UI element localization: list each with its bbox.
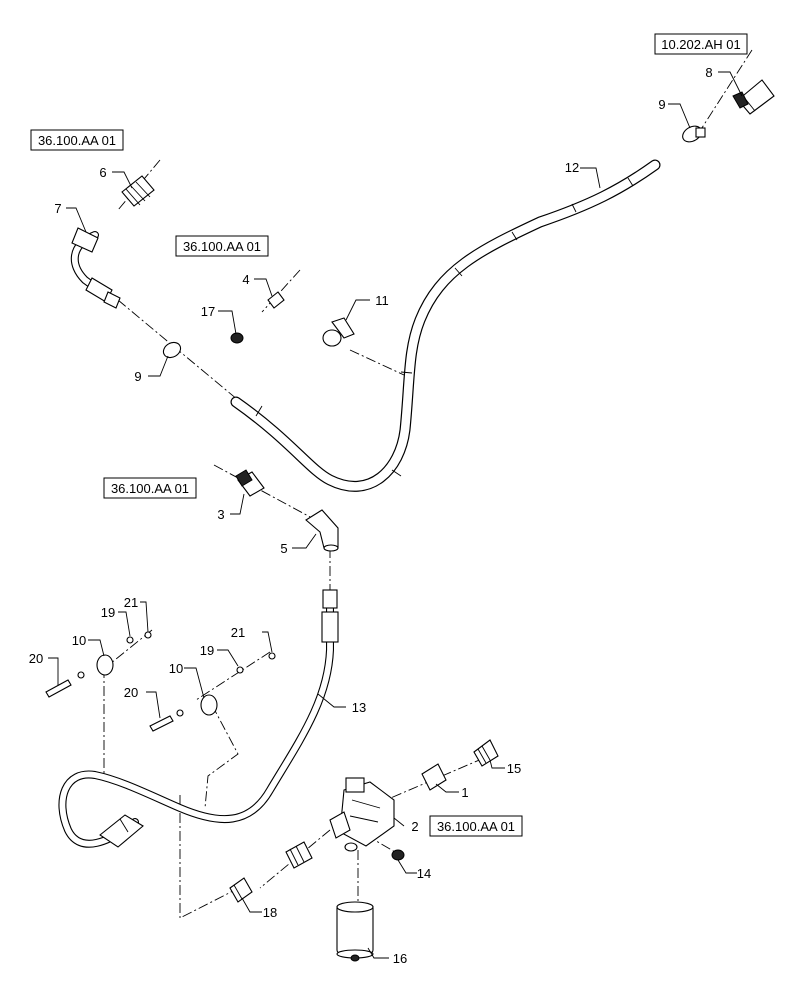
callout-number: 19 bbox=[101, 605, 115, 620]
callout-number: 8 bbox=[705, 65, 712, 80]
hose-12 bbox=[230, 159, 661, 492]
leader-lines bbox=[48, 71, 743, 959]
reference-label: 10.202.AH 01 bbox=[661, 37, 741, 52]
callout-number: 17 bbox=[201, 304, 215, 319]
hose-13 bbox=[58, 589, 339, 848]
clamp-11 bbox=[322, 317, 355, 347]
callout-number: 5 bbox=[280, 541, 287, 556]
fitting-18 bbox=[229, 877, 253, 903]
callout-number: 21 bbox=[231, 625, 245, 640]
callout-number: 18 bbox=[263, 905, 277, 920]
callout-number: 15 bbox=[507, 761, 521, 776]
elbow-5 bbox=[305, 509, 339, 552]
fitting-3 bbox=[235, 469, 265, 497]
reference-box: 36.100.AA 01 bbox=[103, 477, 197, 499]
callout-number: 2 bbox=[411, 819, 418, 834]
filter-part bbox=[285, 841, 313, 869]
plug-14 bbox=[391, 849, 405, 861]
elbow-tube-7 bbox=[70, 227, 121, 309]
callout-number: 1 bbox=[461, 785, 468, 800]
callout-numbers: 8 9 12 6 7 4 17 11 9 3 5 13 1 15 2 14 16… bbox=[29, 65, 713, 966]
callout-number: 9 bbox=[658, 97, 665, 112]
clamp-9-lower bbox=[162, 341, 182, 359]
reference-label: 36.100.AA 01 bbox=[183, 239, 261, 254]
callout-number: 3 bbox=[217, 507, 224, 522]
reference-label: 36.100.AA 01 bbox=[437, 819, 515, 834]
clamps-10-group bbox=[45, 631, 276, 732]
callout-number: 7 bbox=[54, 201, 61, 216]
clamp-9-upper bbox=[682, 125, 706, 143]
reference-box: 36.100.AA 01 bbox=[429, 815, 523, 837]
callout-number: 6 bbox=[99, 165, 106, 180]
callout-number: 13 bbox=[352, 700, 366, 715]
centerlines bbox=[99, 49, 753, 919]
fitting-1 bbox=[421, 763, 447, 791]
valve-2 bbox=[329, 777, 395, 852]
callout-number: 16 bbox=[393, 951, 407, 966]
fitting-6 bbox=[121, 175, 155, 207]
callout-number: 9 bbox=[134, 369, 141, 384]
cylinder-16 bbox=[336, 901, 374, 962]
callout-number: 19 bbox=[200, 643, 214, 658]
callout-number: 20 bbox=[29, 651, 43, 666]
reference-label: 36.100.AA 01 bbox=[111, 481, 189, 496]
callout-number: 4 bbox=[242, 272, 249, 287]
callout-number: 11 bbox=[375, 293, 389, 308]
callout-number: 12 bbox=[565, 160, 579, 175]
fitting-8 bbox=[732, 79, 775, 115]
callout-number: 20 bbox=[124, 685, 138, 700]
reference-box: 36.100.AA 01 bbox=[175, 235, 269, 257]
reference-label: 36.100.AA 01 bbox=[38, 133, 116, 148]
fitting-4 bbox=[267, 291, 285, 309]
callout-number: 14 bbox=[417, 866, 431, 881]
fitting-15 bbox=[473, 739, 499, 767]
callout-number: 10 bbox=[169, 661, 183, 676]
callout-number: 21 bbox=[124, 595, 138, 610]
plug-17 bbox=[230, 332, 244, 344]
reference-box: 36.100.AA 01 bbox=[30, 129, 124, 151]
callout-number: 10 bbox=[72, 633, 86, 648]
reference-box: 10.202.AH 01 bbox=[654, 33, 748, 55]
